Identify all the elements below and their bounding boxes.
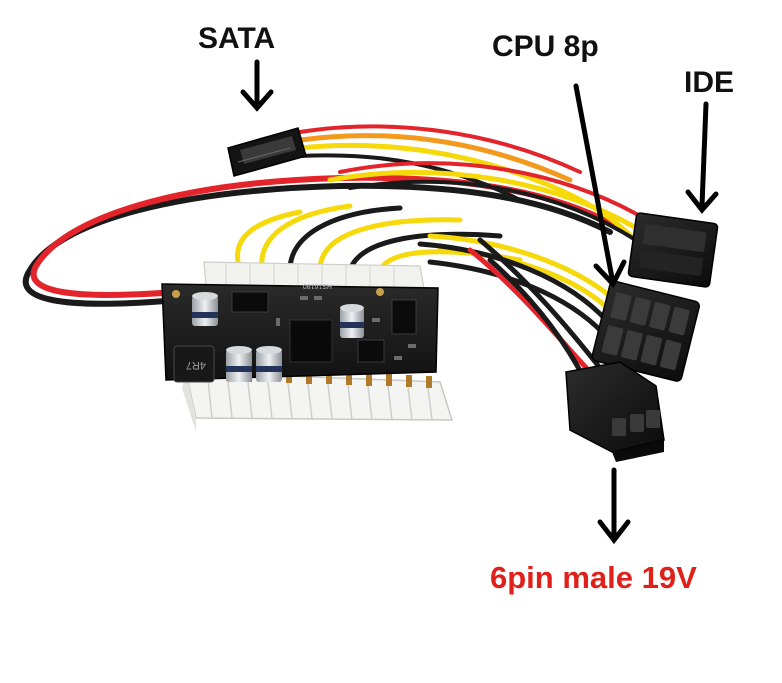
wire-sata-red (298, 124, 582, 174)
cpu-8pin-connector (591, 280, 700, 382)
wire-ide-red (338, 161, 662, 230)
wire-6pin-black-2 (487, 257, 587, 381)
inductor-label: 4R7 (186, 359, 206, 371)
six-pin-connector (565, 361, 665, 462)
arrow-down-icon (597, 467, 631, 545)
arrow-down-icon (240, 59, 274, 112)
pcb-inductor (173, 345, 215, 383)
pcb-chip (231, 291, 269, 313)
six-pin-label: 6pin male 19V (490, 560, 697, 595)
capacitor (226, 346, 252, 382)
arrow-down-icon (685, 101, 719, 214)
sata-connector (227, 127, 307, 177)
cpu-8p-label: CPU 8p (492, 30, 599, 63)
wire-header-yellow-1 (235, 209, 303, 273)
wire-ide-yellow (327, 169, 653, 239)
arrow-down-icon (573, 83, 627, 289)
wire-header-black-1 (287, 205, 403, 273)
pcb-chip (289, 319, 333, 363)
wire-header-yellow-2 (259, 203, 353, 273)
wire-sata-orange (297, 133, 573, 183)
wire-ide-black (348, 179, 647, 248)
wire-cpu-black-1 (417, 241, 611, 325)
pcb-chip (391, 299, 417, 335)
wire-harness (22, 124, 662, 381)
wire-cpu-yellow-1 (427, 233, 618, 303)
capacitor (340, 304, 364, 338)
pcb-marking-part: HS16180 (303, 282, 332, 289)
wire-6pin-black-1 (477, 237, 603, 371)
wire-header-yellow-3 (317, 217, 463, 273)
wire-6pin-red (467, 247, 593, 375)
pcb-mount-hole (172, 290, 180, 298)
sata-label: SATA (198, 22, 276, 55)
annotation-arrows (240, 59, 719, 545)
wire-black-loop (22, 182, 613, 307)
capacitor (256, 346, 282, 382)
capacitors (192, 292, 364, 382)
pcb-chip (357, 339, 385, 363)
capacitor (192, 292, 218, 326)
ide-connector (627, 212, 719, 288)
pcb-mount-hole (376, 288, 384, 296)
wire-header-black-2 (347, 231, 503, 273)
ide-label: IDE (684, 66, 735, 99)
